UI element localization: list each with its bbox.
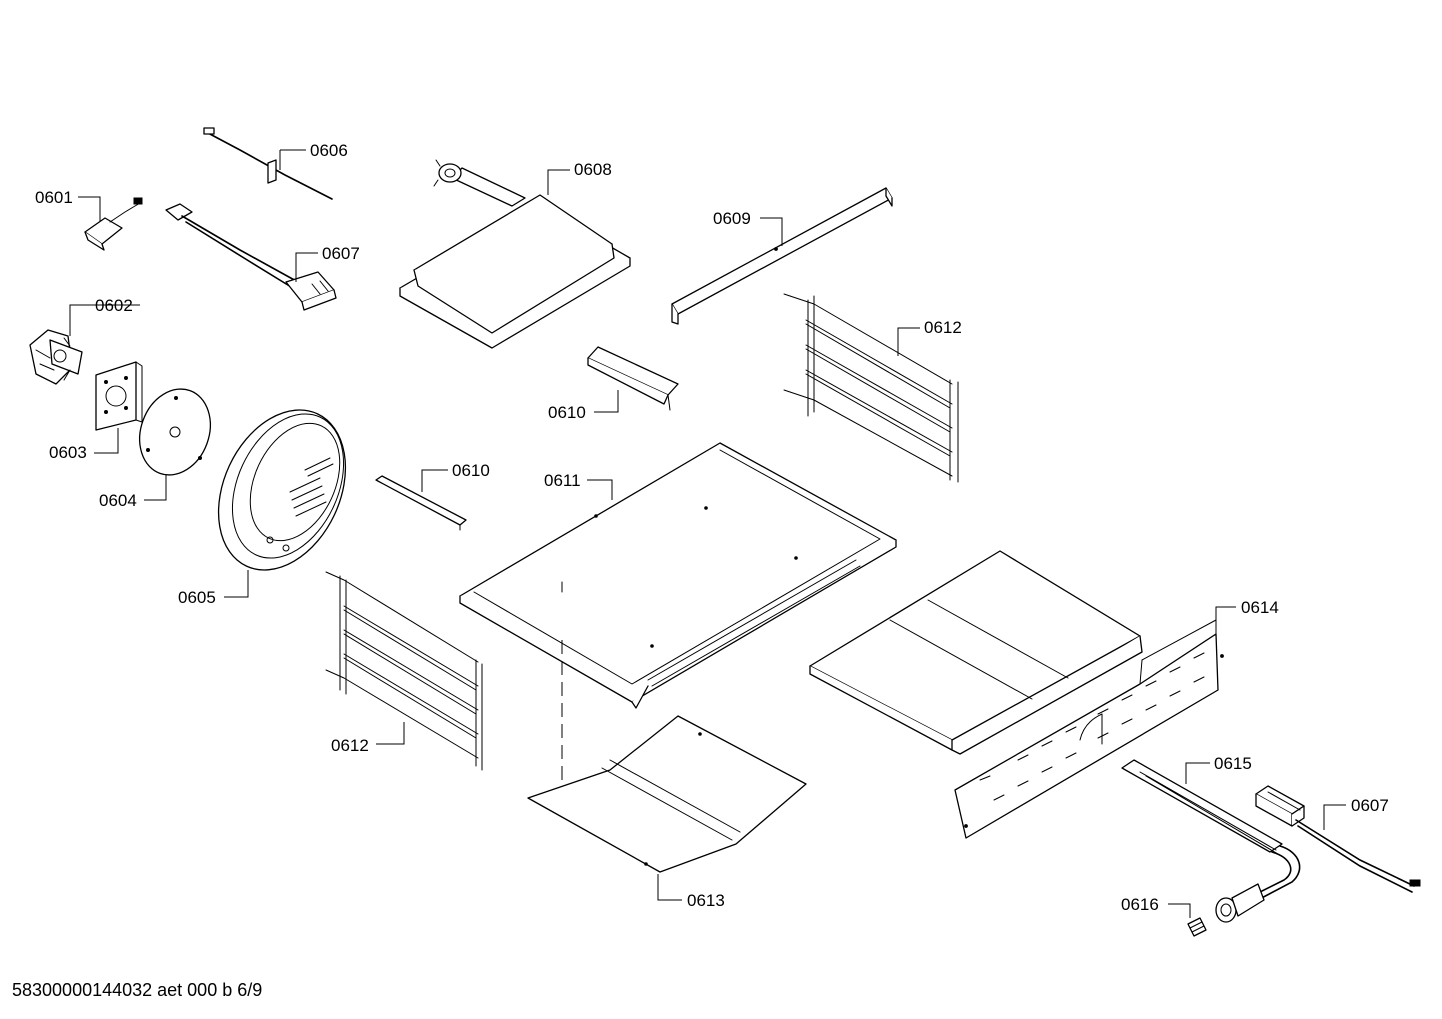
broiler-burner-part [399,159,631,349]
callout-0612-left: 0612 [331,736,369,755]
bracket-lower-part [375,475,467,531]
callout-0608: 0608 [574,160,612,179]
motor-plate-part [95,361,143,431]
deflector-plate-part [527,715,807,873]
wiring-harness-part-top [165,203,337,311]
callout-0607-right: 0607 [1351,796,1389,815]
callout-0603: 0603 [49,443,87,462]
callout-0616: 0616 [1121,895,1159,914]
leader-lines [69,149,1346,918]
bake-burner-part [1121,759,1301,923]
fan-motor-part [29,329,83,385]
orifice-part [1187,917,1207,937]
callout-0610-lower: 0610 [452,461,490,480]
callout-0601: 0601 [35,188,73,207]
callout-0606: 0606 [310,141,348,160]
fan-cover-plate-part [139,388,211,476]
callout-labels: 0606 0601 0607 0608 0609 0602 0612 0610 … [35,141,1389,914]
callout-0611: 0611 [544,471,581,490]
oven-bottom-panel-part [459,442,897,709]
rail-strip-part [671,187,893,325]
callout-0604: 0604 [99,491,137,510]
rack-guide-left-part [325,571,483,771]
fan-housing-part [217,409,347,571]
wiring-harness-part-right [1255,785,1421,893]
callout-0605: 0605 [178,588,216,607]
callout-0615: 0615 [1214,754,1252,773]
rack-guide-right-part [783,293,959,483]
callout-0609: 0609 [713,209,751,228]
callout-0607-top: 0607 [322,244,360,263]
thermostat-sensor-part [84,197,143,251]
temperature-sensor-part [203,127,333,200]
rear-panel-part [809,550,1224,839]
callout-0614: 0614 [1241,598,1279,617]
document-code: 58300000144032 aet 000 b 6/9 [12,980,263,1000]
bracket-upper-part [587,346,679,411]
callout-0613: 0613 [687,891,725,910]
callout-0612-right: 0612 [924,318,962,337]
callout-0610-upper: 0610 [548,403,586,422]
callout-0602: 0602 [95,296,133,315]
